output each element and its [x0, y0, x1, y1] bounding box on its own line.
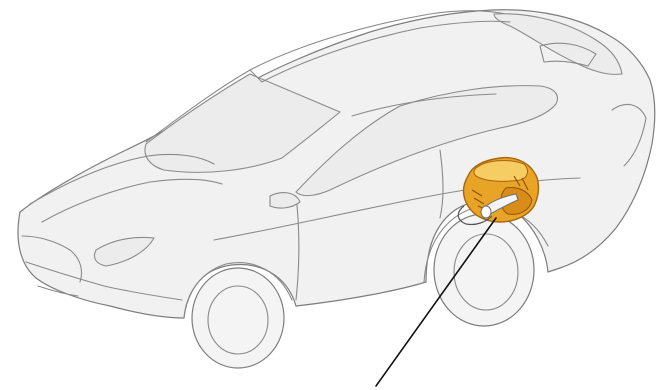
- motor-shaft-end: [481, 206, 491, 218]
- rear-wheel: [434, 214, 534, 326]
- front-wheel: [192, 268, 284, 368]
